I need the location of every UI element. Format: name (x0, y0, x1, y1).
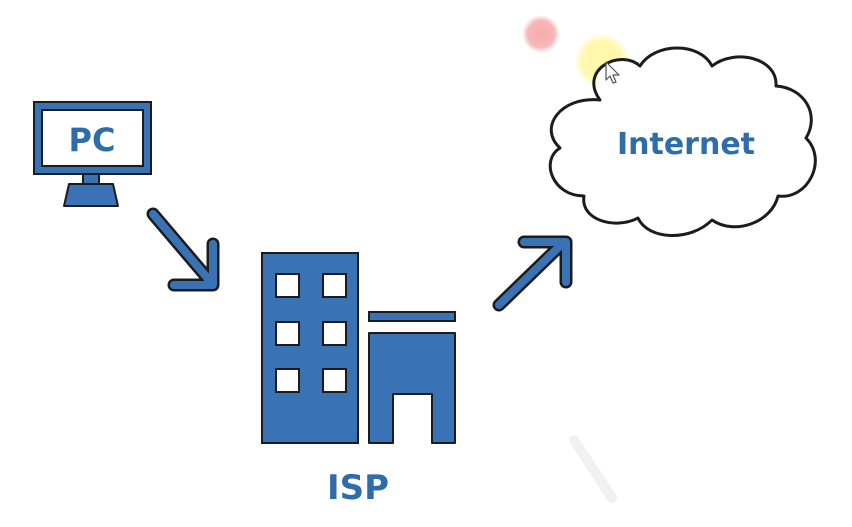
window (275, 321, 300, 346)
building-icon (261, 252, 456, 444)
window (322, 321, 347, 346)
window (322, 368, 347, 393)
faint-stroke (569, 435, 617, 503)
internet-label: Internet (617, 127, 755, 162)
pc-label: PC (69, 121, 116, 159)
isp-label: ISP (327, 468, 389, 508)
monitor-icon (33, 101, 152, 207)
mouse-pointer-icon (605, 61, 620, 84)
window (322, 273, 347, 298)
cloud-icon (548, 46, 817, 237)
arrow-pc-to-isp (146, 207, 220, 292)
window (275, 368, 300, 393)
click-highlight (522, 15, 560, 53)
window (275, 273, 300, 298)
arrow-isp-to-internet (492, 235, 573, 312)
